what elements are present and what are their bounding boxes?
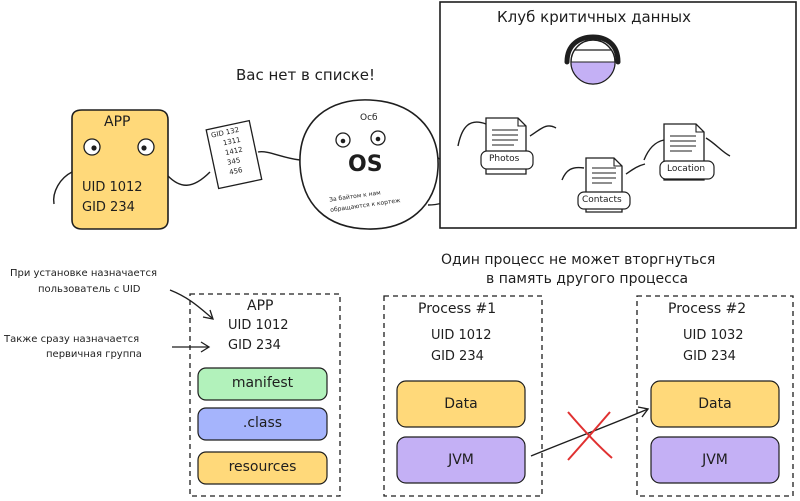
app-box-title: APP [247, 298, 274, 314]
club-title: Клуб критичных данных [497, 8, 692, 26]
app-card-top [53, 109, 211, 230]
p2-title: Process #2 [668, 301, 747, 317]
p1-jvm-block [396, 436, 526, 484]
uid-note-line2: пользователь с UID [38, 284, 141, 295]
photos-doc-icon [457, 117, 557, 175]
uid-note-arrow [169, 289, 214, 320]
p2-jvm-label: JVM [702, 452, 728, 468]
p1-jvm-label: JVM [448, 452, 474, 468]
contacts-doc-icon [561, 157, 646, 213]
p1-data-label: Data [444, 396, 478, 412]
app-top-gid: GID 234 [82, 200, 135, 215]
photos-label: Photos [489, 154, 520, 164]
location-label: Location [667, 164, 706, 174]
p1-gid: GID 234 [431, 349, 484, 364]
location-doc-icon [643, 123, 731, 181]
class-block [197, 407, 328, 441]
gid-note-line1: Также сразу назначается [4, 334, 140, 345]
club-box [439, 1, 797, 229]
p1-title: Process #1 [418, 301, 497, 317]
manifest-label: manifest [231, 375, 294, 391]
os-speech: Вас нет в списке! [236, 66, 375, 84]
eye-left-icon [83, 138, 101, 156]
processes-heading-line2: в память другого процесса [486, 271, 689, 287]
os-label: OS [348, 152, 383, 177]
app-box [189, 293, 341, 497]
p1-data-block [396, 380, 526, 428]
p2-data-block [650, 380, 780, 428]
paper-card [205, 119, 263, 190]
p2-data-label: Data [698, 396, 732, 412]
uid-note-line1: При установке назначается [10, 268, 158, 279]
os-eye-right-icon [370, 130, 386, 146]
contacts-label: Contacts [582, 195, 622, 205]
os-top-label: Осб [360, 113, 378, 123]
class-label: .class [242, 415, 283, 431]
red-cross-icon [567, 411, 613, 461]
p2-gid: GID 234 [683, 349, 736, 364]
resources-block [197, 451, 328, 485]
os-eye-left-icon [335, 132, 351, 148]
resources-label: resources [228, 459, 297, 475]
app-arm-left [53, 171, 73, 205]
app-top-title: APP [104, 114, 131, 130]
lock-icon [564, 34, 621, 85]
app-box-uid: UID 1012 [228, 318, 289, 333]
p1-uid: UID 1012 [431, 328, 492, 343]
app-box-gid: GID 234 [228, 338, 281, 353]
process-2-box [636, 295, 794, 497]
process-1-box [383, 295, 543, 497]
app-top-uid: UID 1012 [82, 180, 143, 195]
processes-heading-line1: Один процесс не может вторгнуться [441, 252, 716, 268]
manifest-block [197, 367, 328, 401]
gid-note-line2: первичная группа [46, 349, 142, 360]
p2-uid: UID 1032 [683, 328, 744, 343]
eye-right-icon [137, 138, 155, 156]
blocked-access-arrow [530, 406, 650, 457]
app-arm-right [167, 171, 211, 186]
p2-jvm-block [650, 436, 780, 484]
